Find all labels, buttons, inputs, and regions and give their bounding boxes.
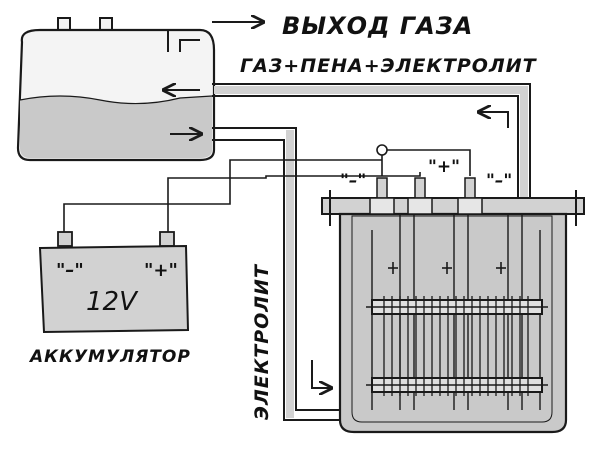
terminal-left [369, 177, 395, 215]
gas-outlet-pipe [167, 29, 200, 52]
tank-liquid [20, 96, 212, 158]
arrow-up-icon [480, 112, 509, 128]
tie-rod-upper [366, 299, 548, 315]
battery-plus-label: "+" [144, 260, 178, 281]
battery-voltage: 12V [86, 287, 139, 317]
cell-plus-label: "+" [428, 157, 460, 177]
cell-minus-left-label: "–" [340, 171, 366, 191]
battery-minus-label: "–" [56, 260, 84, 281]
gas-outlet-label: ВЫХОД ГАЗА [282, 12, 473, 40]
battery: "–" "+" 12V [38, 231, 190, 334]
electrolyte-label: ЭЛЕКТРОЛИТ [251, 263, 273, 420]
terminal-middle [407, 177, 433, 215]
tie-rod-lower [366, 377, 548, 393]
wiring [63, 144, 471, 240]
electrolyte-pipe [212, 127, 350, 421]
battery-caption: АККУМУЛЯТОР [28, 347, 191, 367]
cell-minus-right-label: "–" [486, 171, 512, 191]
plate-stack [383, 296, 529, 396]
gas-foam-label: ГАЗ+ПЕНА+ЭЛЕКТРОЛИТ [240, 55, 538, 77]
arrow-down-icon [311, 360, 330, 388]
electrolyzer-cell: "–" "+" "–" [321, 157, 585, 434]
return-pipe [212, 83, 531, 210]
spacer-marks [388, 262, 506, 274]
separator-tank [16, 17, 216, 162]
terminal-right [457, 177, 483, 215]
